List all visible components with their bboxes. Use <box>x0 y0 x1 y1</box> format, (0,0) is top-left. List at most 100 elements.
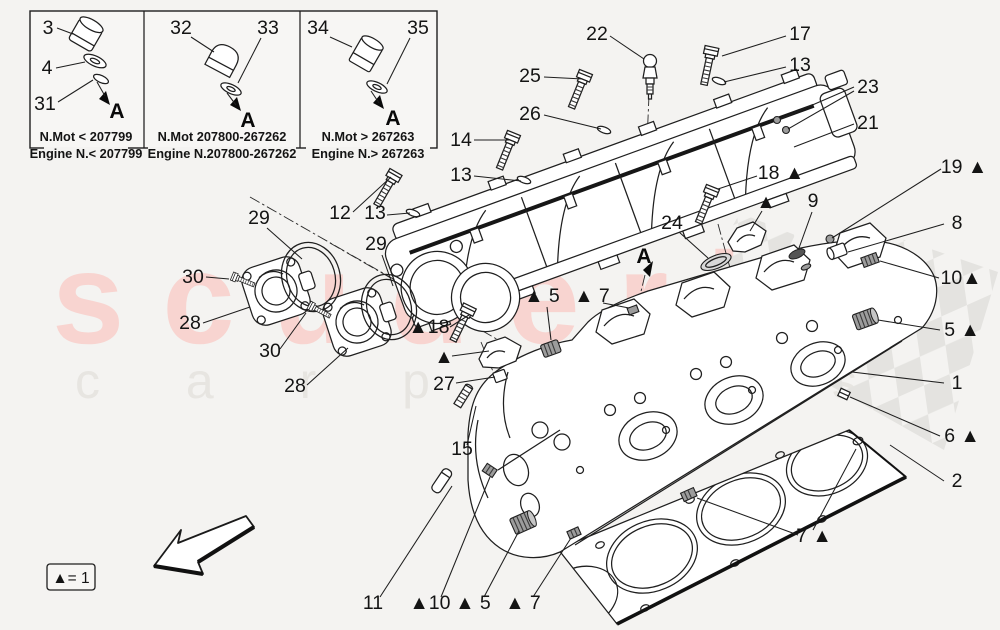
direction-arrowhead <box>99 91 110 105</box>
leader-line <box>451 350 490 357</box>
leader-line <box>879 260 940 279</box>
leader-line <box>749 210 763 232</box>
callout-label: A <box>385 107 400 130</box>
panel1-caption-line2: Engine N.< 207799 <box>30 146 143 161</box>
legend-label: ▲= 1 <box>52 570 89 587</box>
leader-line <box>455 376 496 384</box>
leader-line <box>266 227 303 260</box>
leader-line <box>279 312 307 350</box>
callout-label: 11 <box>363 592 383 614</box>
leader-line <box>889 444 945 482</box>
callout-label: 17 <box>789 23 811 45</box>
caption-backing <box>148 147 296 161</box>
callout-label: 27 <box>433 373 455 395</box>
leader-line <box>381 254 394 287</box>
leader-line <box>440 476 491 598</box>
leader-line <box>370 90 380 104</box>
nut-part <box>772 115 782 125</box>
leader-line <box>386 212 411 216</box>
leader-line <box>721 35 787 57</box>
seal-part <box>788 248 806 260</box>
plug-part <box>566 526 582 540</box>
callout-label: 25 <box>519 65 541 87</box>
callout-label: A <box>240 109 255 132</box>
cylinder-head-drawing <box>467 222 938 559</box>
callout-label: ▲18 <box>409 316 450 338</box>
leader-line <box>831 168 942 239</box>
leader-line <box>779 86 855 120</box>
leader-line <box>546 306 552 341</box>
callout-label: 19 ▲ <box>941 156 987 178</box>
leader-line <box>190 36 215 53</box>
leader-line <box>329 36 353 48</box>
callout-label: 29 <box>248 207 270 229</box>
cam-cap-part <box>727 221 767 253</box>
callout-label: 13 <box>789 54 811 76</box>
panel1-parts <box>68 16 110 105</box>
callout-label: ▲ <box>756 191 775 213</box>
seal-part <box>800 263 812 271</box>
panel2-parts <box>204 43 242 111</box>
callout-label: 28 <box>179 312 201 334</box>
callout-label: 1 <box>952 372 963 394</box>
cube-part <box>492 368 508 384</box>
leader-line <box>386 37 411 85</box>
leader-line <box>237 37 262 84</box>
nut-part <box>825 234 835 244</box>
plug-part <box>851 307 879 331</box>
callout-label: 5 ▲ <box>944 319 980 341</box>
leader-line <box>696 497 799 536</box>
leader-line <box>543 76 584 80</box>
leader-line <box>449 314 470 328</box>
callout-label: ▲ <box>434 346 453 368</box>
leader-line <box>55 61 86 69</box>
gasket-ring-part <box>700 252 732 272</box>
leader-line <box>56 27 74 35</box>
leader-line <box>678 231 709 259</box>
variant-panels: N.Mot < 207799 Engine N.< 207799 N.Mot 2… <box>29 10 438 161</box>
washer <box>711 76 727 86</box>
leader-line <box>532 537 572 598</box>
callout-label: 24 <box>661 212 683 234</box>
callout-label: 22 <box>586 23 608 45</box>
sensor-part <box>642 53 658 100</box>
panel2-caption-line2: Engine N.207800-267262 <box>148 146 297 161</box>
view-direction-arrow <box>153 515 256 576</box>
callout-label: 8 <box>952 212 963 234</box>
leader-line <box>483 530 520 598</box>
leader-line <box>602 302 630 309</box>
intake-manifold-drawing <box>384 68 858 333</box>
callout-label: 34 <box>307 17 329 39</box>
leader-line <box>793 123 855 148</box>
callout-label: 12 <box>329 202 351 224</box>
leader-line <box>851 371 945 384</box>
washer <box>596 125 612 135</box>
callout-label: ▲ 5 <box>524 285 560 307</box>
leader-line <box>466 405 477 446</box>
callout-label: 30 <box>182 266 204 288</box>
leader-line <box>717 175 758 190</box>
plug-part <box>481 462 498 479</box>
panel3-caption-line2: Engine N.> 267263 <box>312 146 425 161</box>
callout-label: 35 <box>407 17 429 39</box>
cap-part <box>826 242 848 261</box>
callout-label: 10▲ <box>941 267 982 289</box>
caption-backing <box>306 147 430 161</box>
leader-line <box>847 223 945 253</box>
leader-line <box>723 66 787 83</box>
leader-line <box>812 448 857 531</box>
dowel-pin-part <box>431 468 453 494</box>
washer <box>405 208 421 218</box>
leader-line <box>306 347 349 386</box>
callout-label: 26 <box>519 103 541 125</box>
leader-line <box>205 276 230 280</box>
callout-label: 31 <box>34 93 56 115</box>
leader-line <box>473 175 522 182</box>
callout-label: 28 <box>284 375 306 397</box>
cam-cap-part <box>478 336 522 369</box>
leader-line <box>798 211 813 249</box>
callout-label: A <box>636 245 651 268</box>
callout-label: ▲ 7 <box>574 285 610 307</box>
